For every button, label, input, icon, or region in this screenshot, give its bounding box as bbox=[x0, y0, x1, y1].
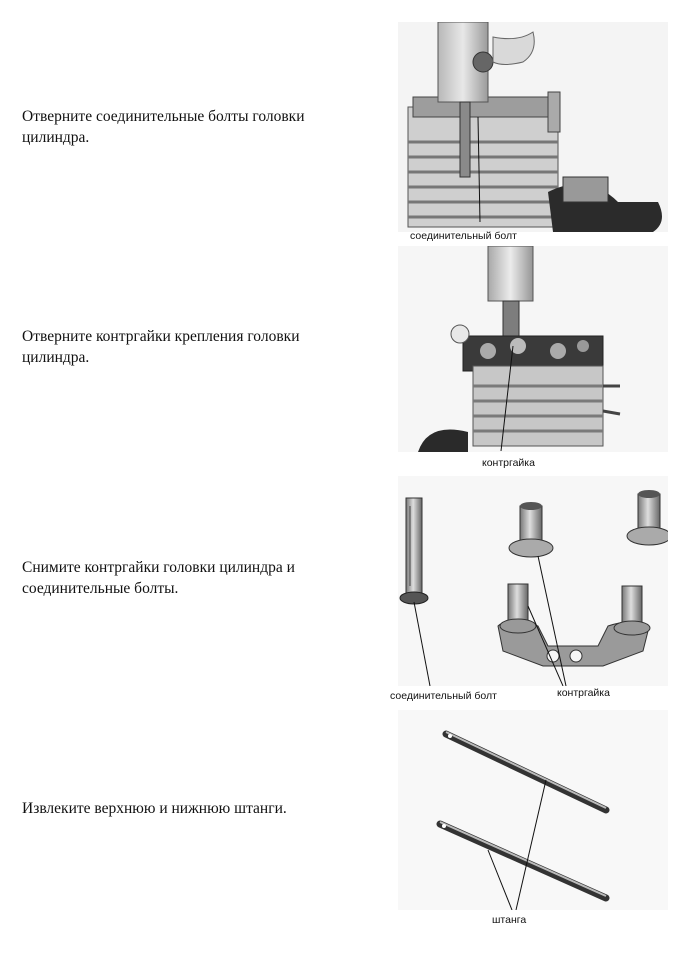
callout-connecting-bolt-1: соединительный болт bbox=[410, 230, 517, 242]
photo-push-rods bbox=[398, 710, 668, 910]
callout-push-rod: штанга bbox=[492, 914, 527, 926]
photo-remove-connecting-bolts bbox=[398, 22, 668, 232]
photo-loosen-locknuts bbox=[398, 246, 668, 452]
photo-removed-bolts-and-locknuts bbox=[398, 476, 668, 686]
callout-locknut-1: контргайка bbox=[482, 457, 535, 469]
step-2-instruction: Отверните контргайки крепления головки ц… bbox=[22, 328, 300, 366]
step-4-instruction: Извлеките верхнюю и нижнюю штанги. bbox=[22, 800, 287, 817]
step-1-instruction: Отверните соединительные болты головки ц… bbox=[22, 108, 305, 146]
step-3-instruction: Снимите контргайки головки цилиндра и со… bbox=[22, 559, 295, 597]
callout-connecting-bolt-2: соединительный болт bbox=[390, 690, 497, 702]
callout-locknut-2: контргайка bbox=[557, 687, 610, 699]
